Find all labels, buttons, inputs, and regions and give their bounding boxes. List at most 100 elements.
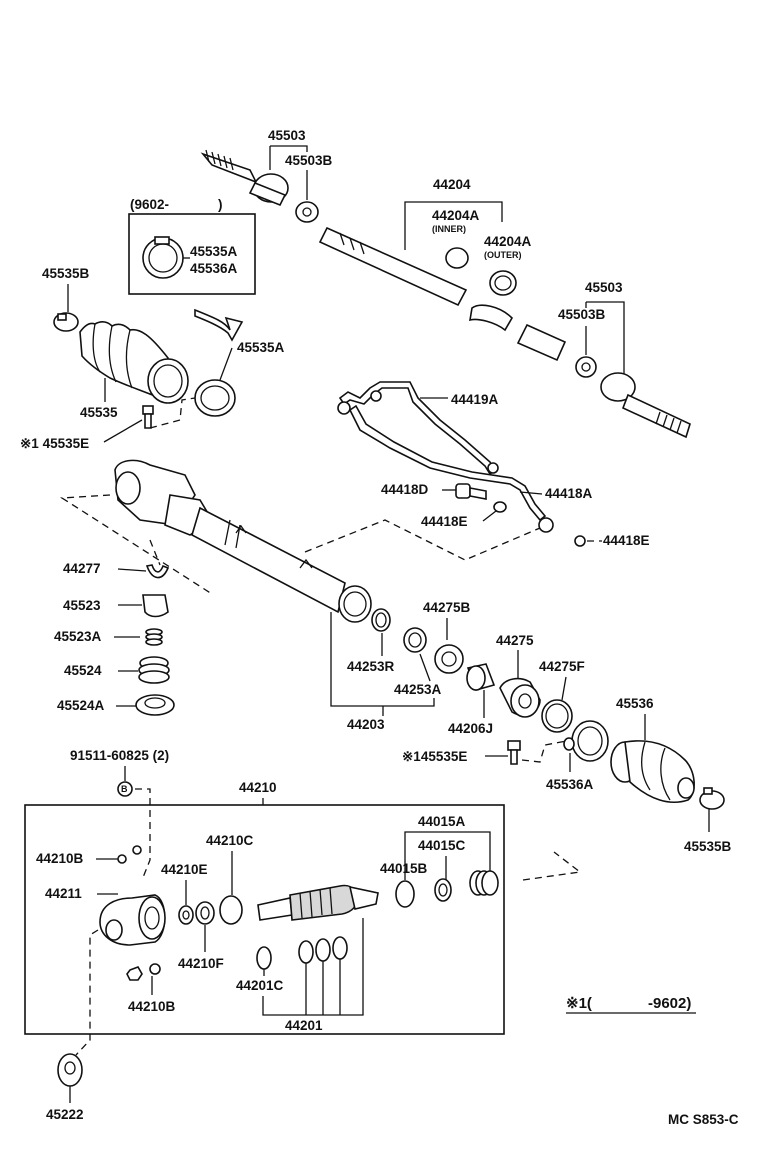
guide-44206J-part: [466, 663, 496, 691]
label-44203: 44203: [347, 717, 385, 732]
spring-45523A-part: [145, 628, 163, 646]
footer-code: MC S853-C: [668, 1112, 739, 1127]
tie-rod-end-right-part: [600, 372, 691, 439]
boot-clip-right-part: [699, 787, 725, 810]
boot-clamp-detail-part: [142, 236, 184, 279]
label-44418E-right: 44418E: [603, 533, 650, 548]
leader-44204: [404, 201, 503, 250]
detail-arrow-icon: [194, 308, 244, 342]
control-valve-box: [24, 804, 505, 1035]
label-45536A-box: 45536A: [190, 261, 238, 276]
steering-rack-boot-right-part: [610, 740, 695, 804]
lock-nut-45524A-part: [135, 694, 175, 716]
label-45503-top: 45503: [268, 128, 306, 143]
label-44015A: 44015A: [418, 814, 466, 829]
tie-rod-washer-right-part: [575, 356, 597, 378]
label-44210F: 44210F: [178, 956, 224, 971]
ring-44201C-part: [256, 946, 272, 970]
steering-rack-bar-part: [318, 226, 567, 362]
label-44275F: 44275F: [539, 659, 585, 674]
boot-clamp-left-part: [194, 379, 236, 417]
label-44210E: 44210E: [161, 862, 208, 877]
boot-clamp-screw-bottom-part: [507, 740, 521, 765]
label-45503-right: 45503: [585, 280, 623, 295]
o-ring-44210C-part: [219, 895, 243, 925]
note-range: -9602): [648, 995, 691, 1012]
label-44210B-bottom: 44210B: [128, 999, 176, 1014]
label-44210C: 44210C: [206, 833, 254, 848]
bolt-91511-part: [117, 781, 133, 797]
label-45524A: 45524A: [57, 698, 105, 713]
label-date-range-top: (9602-: [130, 197, 169, 212]
tie-rod-end-left-part: [200, 149, 289, 207]
leader-45535A: [219, 347, 233, 381]
label-45535E-top: ※1 45535E: [20, 436, 89, 451]
label-44210: 44210: [239, 780, 277, 795]
steering-rack-housing-part: [114, 459, 372, 623]
bolt-letter: B: [121, 784, 128, 794]
seal-kit-44015A-part: [469, 870, 499, 896]
oil-seal-44253R-part: [371, 608, 391, 632]
label-44210B-top: 44210B: [36, 851, 84, 866]
label-44253R: 44253R: [347, 659, 395, 674]
leader-44253A: [419, 653, 431, 682]
label-45535E-bottom: ※145535E: [402, 749, 467, 764]
label-44277: 44277: [63, 561, 101, 576]
label-45535B-top: 45535B: [42, 266, 90, 281]
label-91511: 91511-60825 (2): [70, 748, 169, 763]
label-44419A: 44419A: [451, 392, 499, 407]
tie-rod-washer-left-part: [295, 201, 319, 223]
label-45535B-bottom: 45535B: [684, 839, 732, 854]
union-bolt-44418D-part: [455, 483, 487, 500]
control-valve-shaft-part: [257, 884, 379, 921]
boot-clip-left-part: [53, 312, 79, 332]
o-ring-44015B-part: [395, 880, 415, 908]
seal-44015C-part: [434, 878, 452, 902]
label-45536A: 45536A: [546, 777, 594, 792]
leader-44418E-mid: [482, 510, 497, 522]
leader-44418A: [519, 491, 543, 495]
label-45523A: 45523A: [54, 629, 102, 644]
leader-45535E-top: [103, 419, 143, 443]
label-44275: 44275: [496, 633, 534, 648]
label-44275B: 44275B: [423, 600, 471, 615]
label-44418A: 44418A: [545, 486, 593, 501]
leader-44201: [262, 918, 364, 1016]
label-44206J: 44206J: [448, 721, 493, 736]
seal-44210F-part: [195, 901, 215, 925]
label-45535A: 45535A: [237, 340, 285, 355]
boot-clamp-screw-top-part: [142, 405, 154, 429]
steering-rack-boot-left-part: [79, 321, 189, 404]
bushing-44275B-part: [434, 644, 464, 674]
label-44204: 44204: [433, 177, 471, 192]
label-44253A: 44253A: [394, 682, 442, 697]
rack-bushing-inner-part: [445, 247, 469, 269]
oil-seal-44253A-part: [403, 627, 427, 653]
note-mark: ※1(: [566, 995, 592, 1012]
valve-housing-44211-part: [99, 894, 166, 946]
label-44211: 44211: [45, 886, 82, 901]
label-45524: 45524: [64, 663, 102, 678]
leader-45503-right: [585, 301, 625, 375]
bearing-44210E-part: [178, 905, 194, 925]
label-44204A-inner: 44204A: [432, 208, 480, 223]
pressure-tube-44418A-part: [348, 404, 554, 533]
nut-44210B-top-part: [132, 845, 142, 855]
label-45222: 45222: [46, 1107, 84, 1122]
rack-guide-45523-part: [142, 594, 169, 618]
boot-clamp-45536A-part: [571, 720, 609, 762]
leader-44275F: [561, 676, 567, 701]
clamp-detail-box: [128, 213, 256, 295]
o-ring-44418E-right-part: [574, 535, 586, 547]
rack-bushing-outer-part: [489, 270, 517, 296]
leader-45503-top: [269, 145, 308, 170]
label-45536: 45536: [616, 696, 654, 711]
label-45535: 45535: [80, 405, 118, 420]
leader-44015A: [404, 831, 491, 880]
label-45523: 45523: [63, 598, 101, 613]
label-44015C: 44015C: [418, 838, 466, 853]
label-44204A-outer: 44204A: [484, 234, 532, 249]
leader-44277: [117, 568, 147, 572]
